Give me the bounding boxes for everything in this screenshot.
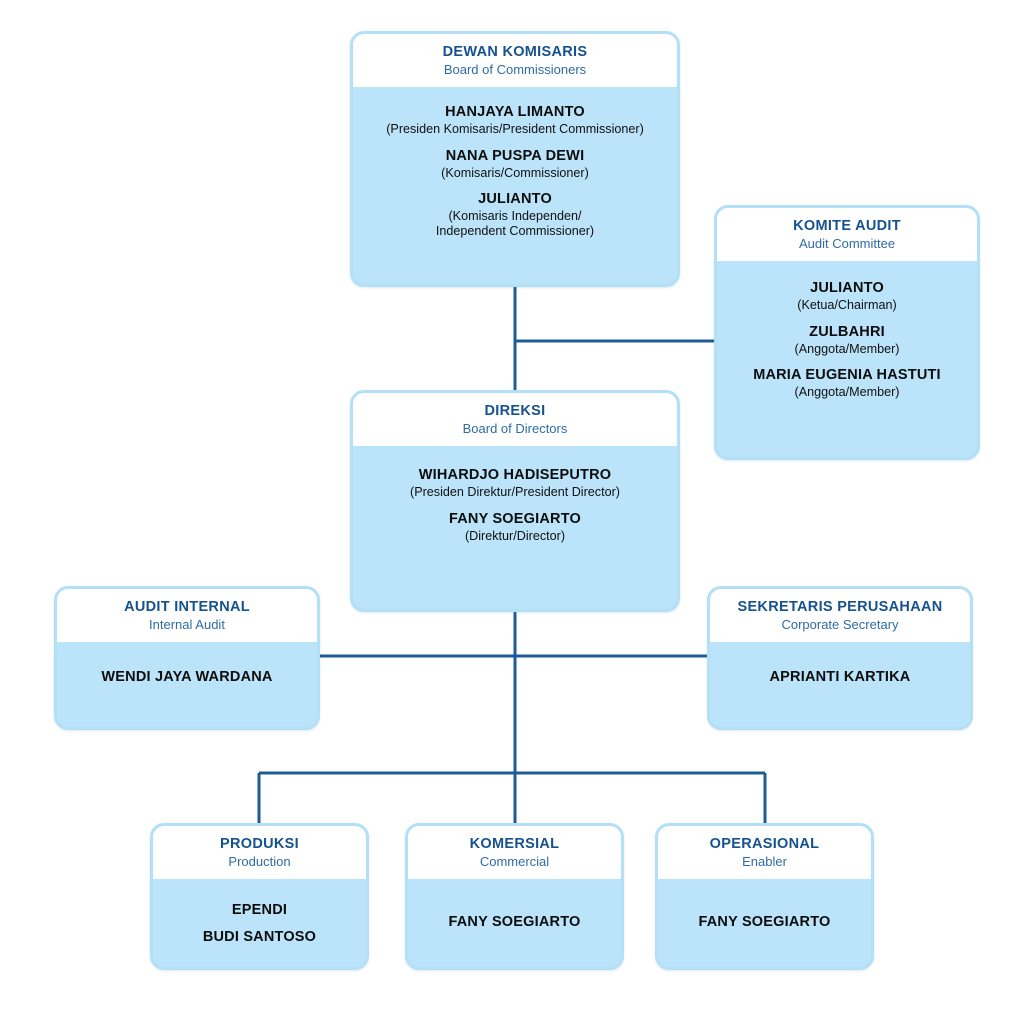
node-subtitle: Audit Committee <box>798 236 896 252</box>
node-header: DEWAN KOMISARIS Board of Commissioners <box>353 34 677 88</box>
person-name: APRIANTI KARTIKA <box>769 669 911 686</box>
node-produksi[interactable]: PRODUKSI Production EPENDI BUDI SANTOSO <box>150 823 369 970</box>
person-entry: FANY SOEGIARTO (Direktur/Director) <box>363 510 667 544</box>
person-role: (Presiden Direktur/President Director) <box>410 485 620 500</box>
node-direksi[interactable]: DIREKSI Board of Directors WIHARDJO HADI… <box>350 390 680 612</box>
person-entry: JULIANTO (Komisaris Independen/Independe… <box>363 190 667 240</box>
person-name: FANY SOEGIARTO <box>449 510 581 527</box>
person-name: WIHARDJO HADISEPUTRO <box>418 467 612 484</box>
person-role: (Anggota/Member) <box>794 385 900 400</box>
person-entry: HANJAYA LIMANTO (Presiden Komisaris/Pres… <box>363 103 667 137</box>
person-entry: WIHARDJO HADISEPUTRO (Presiden Direktur/… <box>363 466 667 500</box>
node-title: DIREKSI <box>484 403 546 419</box>
node-title: OPERASIONAL <box>709 836 820 852</box>
person-name: HANJAYA LIMANTO <box>445 104 585 121</box>
node-title: KOMERSIAL <box>469 836 560 852</box>
person-entry: NANA PUSPA DEWI (Komisaris/Commissioner) <box>363 147 667 181</box>
person-name: MARIA EUGENIA HASTUTI <box>753 366 941 383</box>
node-komite-audit[interactable]: KOMITE AUDIT Audit Committee JULIANTO (K… <box>714 205 980 460</box>
node-title: DEWAN KOMISARIS <box>442 44 588 60</box>
node-subtitle: Production <box>228 854 291 870</box>
person-name: BUDI SANTOSO <box>202 929 317 946</box>
person-name: JULIANTO <box>810 280 884 297</box>
person-name: WENDI JAYA WARDANA <box>101 669 273 686</box>
node-body: APRIANTI KARTIKA <box>710 642 970 698</box>
person-entry: MARIA EUGENIA HASTUTI (Anggota/Member) <box>727 366 967 400</box>
person-role: (Presiden Komisaris/President Commission… <box>386 122 644 137</box>
node-komersial[interactable]: KOMERSIAL Commercial FANY SOEGIARTO <box>405 823 624 970</box>
person-name: FANY SOEGIARTO <box>448 914 581 931</box>
person-entry: JULIANTO (Ketua/Chairman) <box>727 279 967 313</box>
person-entry: BUDI SANTOSO <box>163 928 356 946</box>
node-title: PRODUKSI <box>220 836 299 852</box>
node-title: SEKRETARIS PERUSAHAAN <box>737 599 943 615</box>
person-name: EPENDI <box>231 902 288 919</box>
node-subtitle: Commercial <box>479 854 550 870</box>
node-subtitle: Board of Directors <box>462 421 568 437</box>
node-sekretaris-perusahaan[interactable]: SEKRETARIS PERUSAHAAN Corporate Secretar… <box>707 586 973 730</box>
node-header: OPERASIONAL Enabler <box>658 826 871 880</box>
node-header: AUDIT INTERNAL Internal Audit <box>57 589 317 643</box>
node-operasional[interactable]: OPERASIONAL Enabler FANY SOEGIARTO <box>655 823 874 970</box>
node-header: DIREKSI Board of Directors <box>353 393 677 447</box>
node-body: HANJAYA LIMANTO (Presiden Komisaris/Pres… <box>353 87 677 252</box>
node-header: PRODUKSI Production <box>153 826 366 880</box>
node-subtitle: Enabler <box>742 854 787 870</box>
node-header: KOMITE AUDIT Audit Committee <box>717 208 977 262</box>
node-body: EPENDI BUDI SANTOSO <box>153 879 366 958</box>
person-name: NANA PUSPA DEWI <box>445 147 585 164</box>
node-subtitle: Internal Audit <box>149 617 225 633</box>
node-body: FANY SOEGIARTO <box>408 879 621 943</box>
person-role: (Komisaris Independen/Independent Commis… <box>435 209 595 239</box>
node-header: KOMERSIAL Commercial <box>408 826 621 880</box>
person-entry: APRIANTI KARTIKA <box>720 668 960 686</box>
person-name: ZULBAHRI <box>809 323 885 340</box>
person-entry: EPENDI <box>163 901 356 919</box>
person-entry: FANY SOEGIARTO <box>418 913 611 931</box>
person-role: (Anggota/Member) <box>794 341 900 356</box>
person-entry: FANY SOEGIARTO <box>668 913 861 931</box>
node-dewan-komisaris[interactable]: DEWAN KOMISARIS Board of Commissioners H… <box>350 31 680 287</box>
person-entry: WENDI JAYA WARDANA <box>67 668 307 686</box>
person-role: (Ketua/Chairman) <box>797 298 897 313</box>
person-entry: ZULBAHRI (Anggota/Member) <box>727 323 967 357</box>
node-body: JULIANTO (Ketua/Chairman) ZULBAHRI (Angg… <box>717 261 977 412</box>
node-body: FANY SOEGIARTO <box>658 879 871 943</box>
person-role: (Direktur/Director) <box>464 528 566 543</box>
node-body: WIHARDJO HADISEPUTRO (Presiden Direktur/… <box>353 446 677 556</box>
node-body: WENDI JAYA WARDANA <box>57 642 317 698</box>
node-header: SEKRETARIS PERUSAHAAN Corporate Secretar… <box>710 589 970 643</box>
person-name: FANY SOEGIARTO <box>698 914 831 931</box>
node-subtitle: Corporate Secretary <box>781 617 899 633</box>
node-title: KOMITE AUDIT <box>793 218 901 234</box>
person-role: (Komisaris/Commissioner) <box>441 165 589 180</box>
node-audit-internal[interactable]: AUDIT INTERNAL Internal Audit WENDI JAYA… <box>54 586 320 730</box>
node-subtitle: Board of Commissioners <box>443 62 587 78</box>
node-title: AUDIT INTERNAL <box>124 599 250 615</box>
person-name: JULIANTO <box>478 190 552 207</box>
